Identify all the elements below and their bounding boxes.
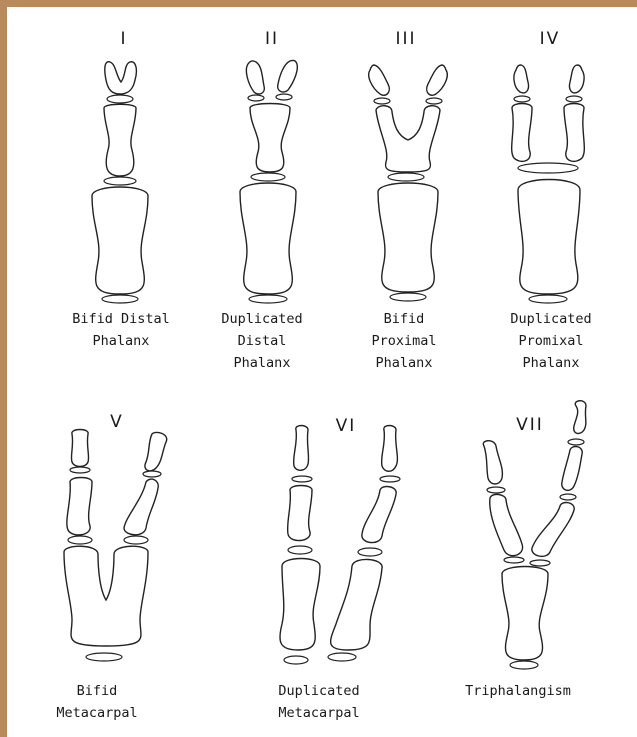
figure-1-drawing xyxy=(92,62,148,303)
figure-7-caption: Triphalangism xyxy=(465,680,571,702)
figure-3-caption: Bifid Proximal Phalanx xyxy=(371,308,436,374)
figure-5-caption: Bifid Metacarpal xyxy=(56,680,137,724)
figure-2-numeral: II xyxy=(265,29,279,49)
caption-line: Metacarpal xyxy=(278,702,359,724)
caption-line: Proximal xyxy=(371,330,436,352)
figure-3-numeral: III xyxy=(395,29,416,49)
caption-line: Bifid Distal xyxy=(72,308,170,330)
caption-line: Triphalangism xyxy=(465,680,571,702)
caption-line: Phalanx xyxy=(72,330,170,352)
figure-2-drawing xyxy=(240,60,297,303)
caption-line: Bifid xyxy=(56,680,137,702)
figure-7-numeral: VII xyxy=(516,415,544,435)
caption-line: Duplicated xyxy=(278,680,359,702)
figure-6-numeral: VI xyxy=(336,416,357,436)
figure-7-drawing xyxy=(483,401,586,669)
figure-4-drawing xyxy=(512,65,585,303)
figure-6-drawing xyxy=(280,426,400,665)
caption-line: Phalanx xyxy=(221,352,302,374)
figure-1-numeral: I xyxy=(120,29,127,49)
caption-line: Phalanx xyxy=(371,352,436,374)
caption-line: Duplicated xyxy=(510,308,591,330)
figure-4-caption: Duplicated Promixal Phalanx xyxy=(510,308,591,374)
caption-line: Bifid xyxy=(371,308,436,330)
figure-4-numeral: IV xyxy=(540,29,561,49)
caption-line: Metacarpal xyxy=(56,702,137,724)
figure-5-drawing xyxy=(64,430,167,662)
figure-5-numeral: V xyxy=(110,412,124,432)
figure-2-caption: Duplicated Distal Phalanx xyxy=(221,308,302,374)
caption-line: Duplicated xyxy=(221,308,302,330)
caption-line: Distal xyxy=(221,330,302,352)
caption-line: Phalanx xyxy=(510,352,591,374)
figure-1-caption: Bifid Distal Phalanx xyxy=(72,308,170,352)
figure-6-caption: Duplicated Metacarpal xyxy=(278,680,359,724)
figure-3-drawing xyxy=(369,65,448,301)
caption-line: Promixal xyxy=(510,330,591,352)
